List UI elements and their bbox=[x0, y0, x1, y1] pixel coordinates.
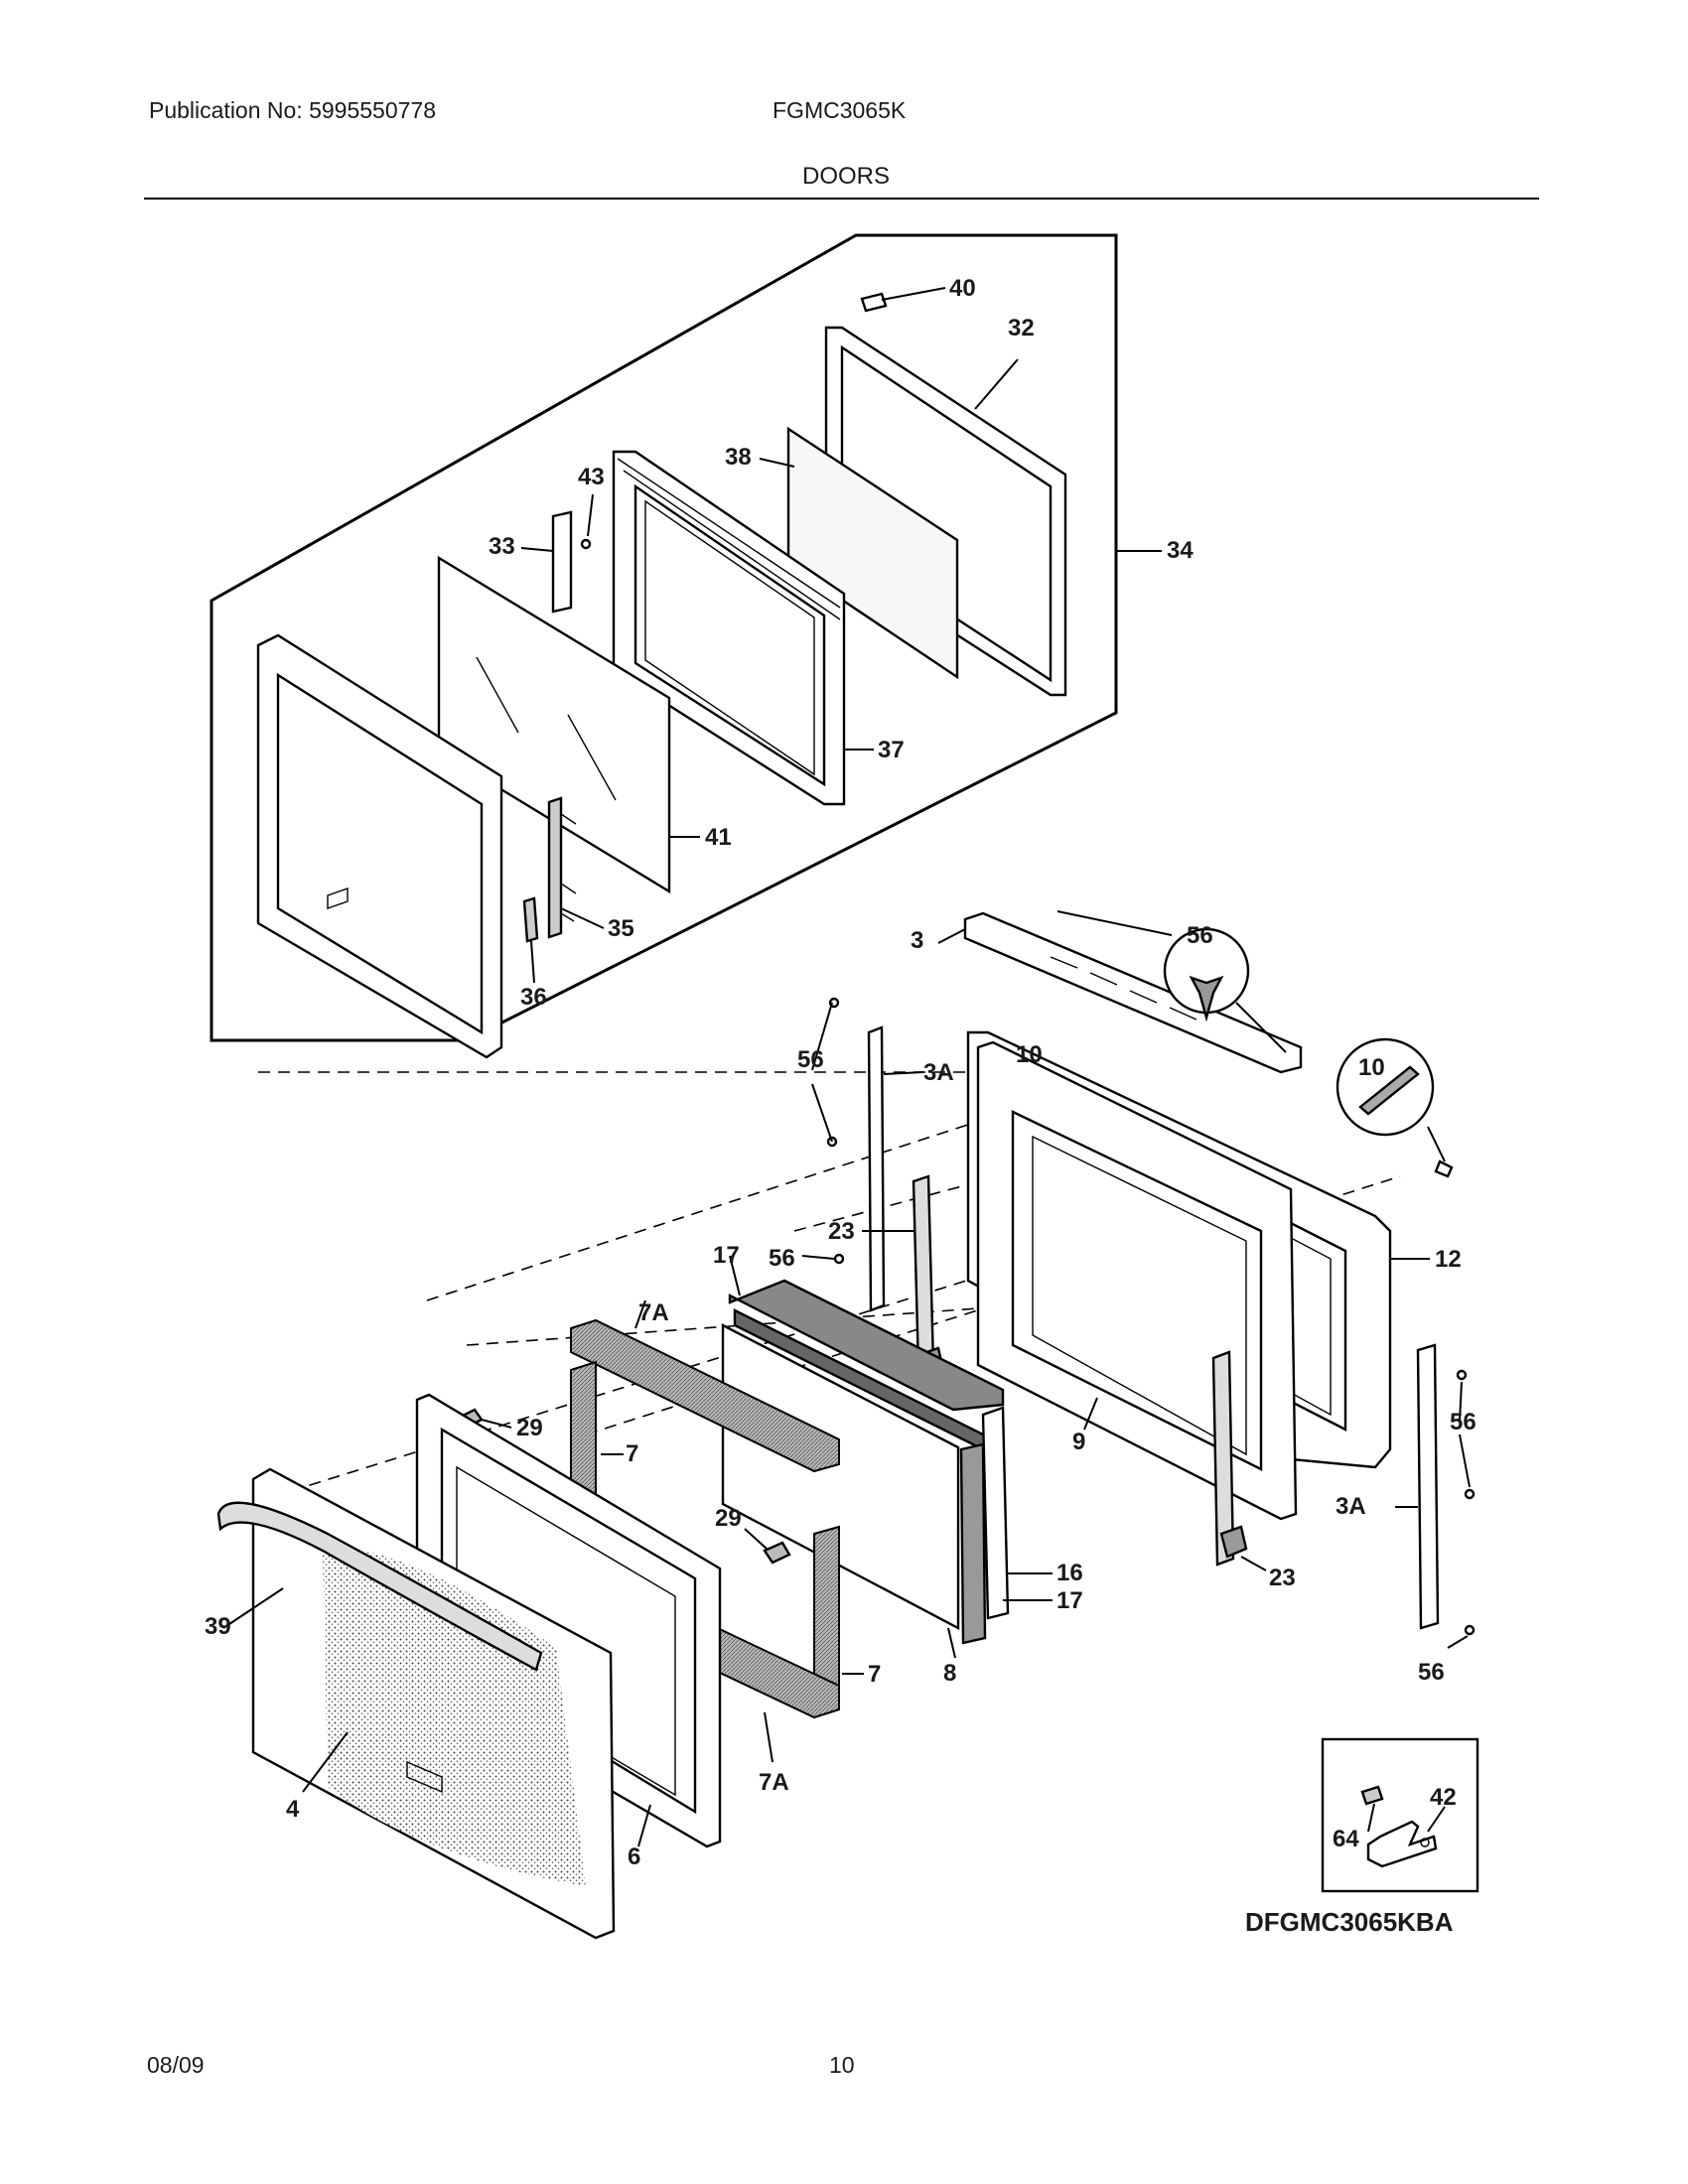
callout-7A-bottom: 7A bbox=[759, 1769, 789, 1796]
diagram-id: DFGMC3065KBA bbox=[1245, 1907, 1454, 1937]
callout-39: 39 bbox=[205, 1613, 231, 1640]
callout-56-mid: 56 bbox=[769, 1245, 795, 1272]
callout-7A-top: 7A bbox=[638, 1299, 669, 1326]
callout-16: 16 bbox=[1056, 1560, 1083, 1586]
publication-number: Publication No: 5995550778 bbox=[149, 97, 437, 123]
part-3A-right-rail bbox=[1395, 1343, 1476, 1649]
part-9-door-panel bbox=[976, 1040, 1298, 1521]
callout-32: 32 bbox=[1008, 315, 1035, 341]
part-23-right-hinge bbox=[1211, 1350, 1267, 1571]
callout-56-left: 56 bbox=[797, 1046, 824, 1073]
part-36-hinge-piece bbox=[522, 896, 539, 984]
footer-date: 08/09 bbox=[147, 2052, 205, 2078]
part-10-pin-detail bbox=[1336, 1037, 1454, 1178]
callout-33: 33 bbox=[489, 533, 515, 560]
part-16-glass-frame bbox=[959, 1406, 1053, 1645]
callout-29-mid: 29 bbox=[715, 1505, 742, 1532]
part-4-outer-door bbox=[251, 1467, 616, 1940]
callout-34: 34 bbox=[1167, 537, 1194, 564]
callout-36: 36 bbox=[520, 984, 547, 1011]
part-56-screws-left bbox=[811, 997, 840, 1148]
callout-23-left: 23 bbox=[828, 1218, 855, 1245]
model-number: FGMC3065K bbox=[773, 97, 907, 123]
part-32-frame bbox=[824, 326, 1067, 697]
callout-23-right: 23 bbox=[1269, 1565, 1296, 1591]
page-number: 10 bbox=[829, 2052, 855, 2078]
part-3A-left-rail bbox=[867, 1025, 924, 1312]
inner-door-assembly-box bbox=[210, 233, 1162, 1059]
part-35-bracket bbox=[547, 796, 605, 939]
part-3-top-rail bbox=[937, 911, 1303, 1074]
callout-3A-right: 3A bbox=[1336, 1493, 1366, 1520]
callout-10-pin: 10 bbox=[1016, 1041, 1043, 1068]
callout-42: 42 bbox=[1430, 1784, 1457, 1811]
callout-3: 3 bbox=[911, 927, 923, 954]
callout-10-detail: 10 bbox=[1358, 1054, 1385, 1081]
callout-56-right: 56 bbox=[1450, 1409, 1477, 1435]
part-33-trim bbox=[520, 510, 573, 614]
callout-56-detail: 56 bbox=[1187, 922, 1213, 949]
detail-inset-box bbox=[1321, 1737, 1479, 1893]
part-56-screw-mid bbox=[801, 1253, 845, 1265]
part-41-glass bbox=[437, 555, 700, 894]
callout-6: 6 bbox=[628, 1843, 640, 1870]
callout-17-top: 17 bbox=[713, 1242, 740, 1269]
callout-7-right: 7 bbox=[868, 1661, 881, 1688]
callout-12: 12 bbox=[1435, 1246, 1462, 1273]
header-rule bbox=[144, 198, 1539, 200]
callout-35: 35 bbox=[608, 915, 634, 942]
callout-38: 38 bbox=[725, 444, 752, 471]
part-43-screw bbox=[580, 493, 594, 550]
callout-41: 41 bbox=[705, 824, 732, 851]
part-38-glass bbox=[759, 426, 959, 680]
part-39-handle bbox=[216, 1501, 543, 1672]
callout-8: 8 bbox=[943, 1660, 956, 1687]
part-7A-insulation-top bbox=[570, 1299, 840, 1473]
callout-7-left: 7 bbox=[626, 1440, 638, 1467]
part-56-screw-detail bbox=[1056, 910, 1287, 1053]
callout-43: 43 bbox=[578, 464, 605, 490]
part-37-window-frame bbox=[612, 450, 874, 806]
part-inner-door-frame bbox=[256, 633, 503, 1059]
callout-40: 40 bbox=[949, 275, 976, 302]
outer-door-assembly bbox=[216, 910, 1476, 1940]
callout-37: 37 bbox=[878, 737, 905, 763]
section-title: DOORS bbox=[802, 163, 891, 190]
callout-17-right: 17 bbox=[1056, 1587, 1083, 1614]
callout-4: 4 bbox=[286, 1796, 300, 1823]
callout-64: 64 bbox=[1333, 1826, 1359, 1852]
callout-56-bottom: 56 bbox=[1418, 1659, 1445, 1686]
part-29-spacer-mid bbox=[744, 1528, 791, 1565]
callout-3A-left: 3A bbox=[923, 1059, 954, 1086]
callout-29-top: 29 bbox=[516, 1415, 543, 1441]
part-8-glass bbox=[721, 1323, 960, 1659]
callout-9: 9 bbox=[1072, 1429, 1085, 1455]
part-40-clip bbox=[860, 287, 946, 313]
callout-labels: 40 32 38 43 33 34 37 41 35 36 3 56 10 56… bbox=[205, 275, 1477, 1937]
